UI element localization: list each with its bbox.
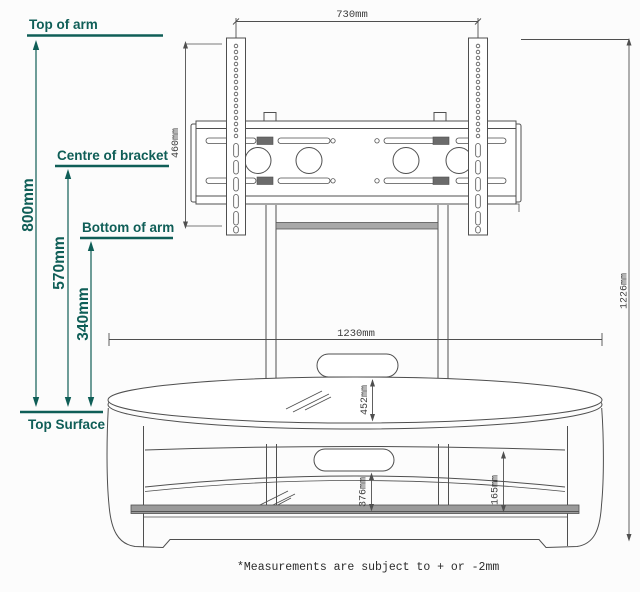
bracket-hole [392,147,420,174]
dim-arm-top-height: 800mm [20,178,37,231]
tv-stand-cabinet [106,376,604,549]
vesa-arm-right [468,37,488,236]
label-top-of-arm: Top of arm [29,17,98,32]
dim-cabinet-width-group: 1230mm [108,328,603,346]
cable-handle-cutout-lower [313,448,395,472]
cabinet-outline [106,407,604,549]
dim-top-shelf-depth: 452mm [360,385,371,415]
label-centre-of-bracket: Centre of bracket [57,148,169,163]
top-shelf [107,376,603,424]
label-bottom-of-arm: Bottom of arm [82,220,174,235]
measurement-tolerance-note: *Measurements are subject to + or -2mm [237,561,499,574]
height-annotations: Top of arm Centre of bracket Bottom of a… [20,17,174,432]
column-crossbar [275,222,439,230]
label-top-surface: Top Surface [28,417,106,432]
interior-dimensions: 452mm 376mm 165mm [359,379,506,513]
support-column [265,205,449,380]
bracket-bar [195,120,517,205]
dim-shelf-opening-height: 165mm [491,475,502,505]
vesa-arm-left [226,37,246,236]
tv-bracket-assembly: 730mm 460mm [171,9,522,236]
dim-bracket-width: 730mm [336,9,368,21]
dim-cabinet-width: 1230mm [337,328,375,340]
bracket-hole [295,147,323,174]
dim-overall-height: 1226mm [620,273,631,309]
dim-arm-length: 460mm [171,128,182,158]
lower-shelf [130,504,580,514]
overall-height-dimension: 1226mm [521,38,632,542]
dim-arm-bottom-height: 340mm [75,287,92,340]
dim-bracket-centre-height: 570mm [51,236,68,289]
dim-lower-shelf-depth: 376mm [359,477,370,507]
cable-handle-cutout-upper [316,353,399,378]
